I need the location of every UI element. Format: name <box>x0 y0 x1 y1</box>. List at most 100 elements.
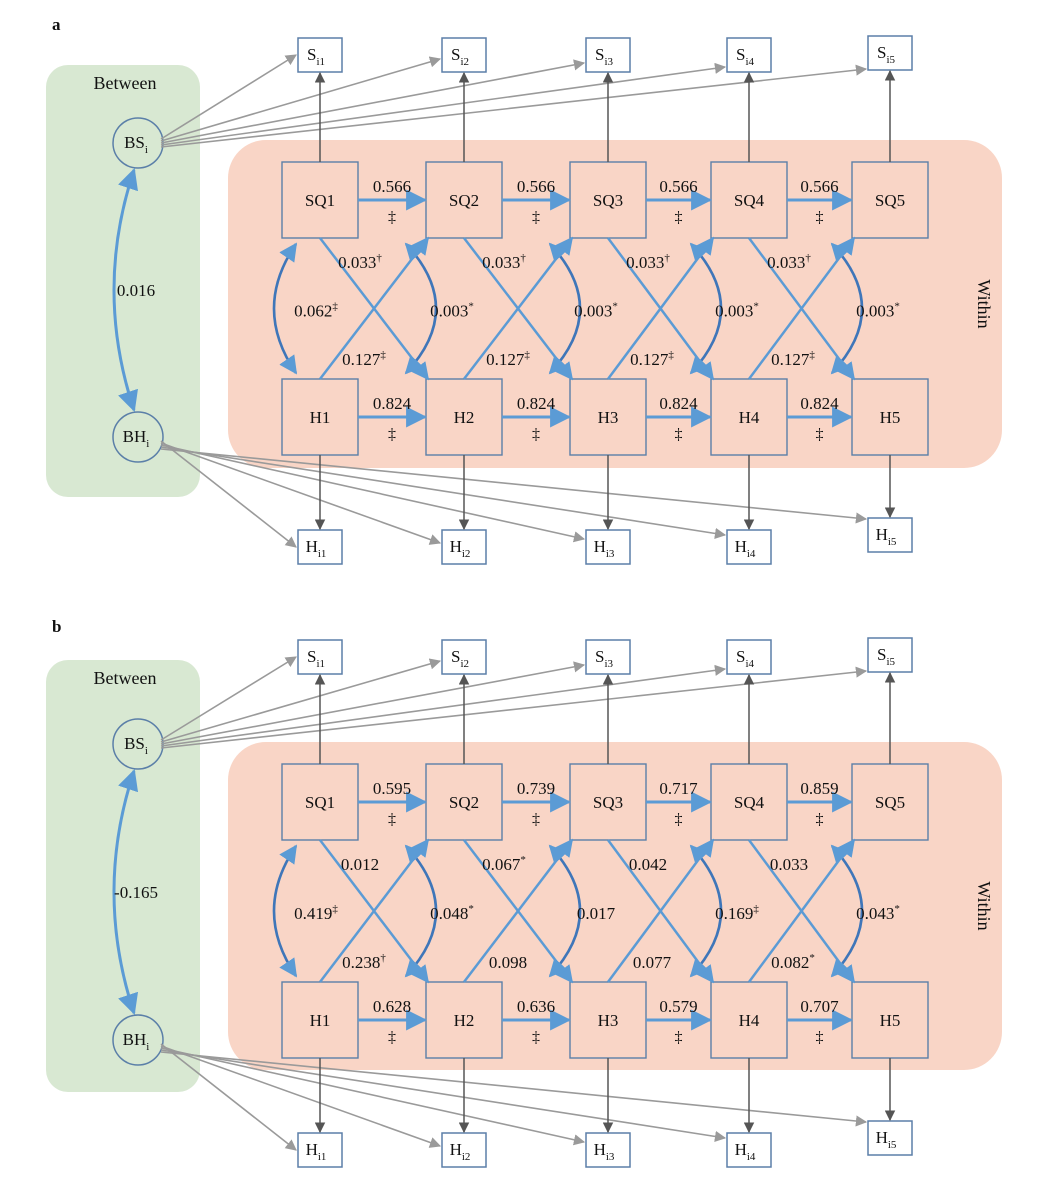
cross-h-to-sq-3-label-sup: ‡ <box>668 349 674 361</box>
cross-h-to-sq-1-label-value: 0.127 <box>342 350 381 369</box>
indicator-h-label-2: Hi2 <box>450 1140 471 1163</box>
cross-h-to-sq-3-label-value: 0.127 <box>630 350 669 369</box>
indicator-h-2 <box>441 1132 487 1168</box>
latent-bh-label: BHi <box>123 427 150 450</box>
indicator-h-label-3: Hi3 <box>594 1140 615 1163</box>
latent-bs-label-base: BS <box>124 133 145 152</box>
sq-path-3-mark: ‡ <box>675 811 683 828</box>
node-sq2-label: SQ2 <box>449 191 479 210</box>
node-sq1-label: SQ1 <box>305 191 335 210</box>
within-corr-1-label-value: 0.419 <box>294 904 332 923</box>
indicator-h-3 <box>585 1132 631 1168</box>
within-corr-2-label: 0.048* <box>430 903 474 923</box>
cross-h-to-sq-1-label: 0.238† <box>342 952 386 972</box>
latent-bh-label-sub: i <box>146 1041 149 1053</box>
node-sq4-label: SQ4 <box>734 191 765 210</box>
indicator-h-5 <box>867 1120 913 1156</box>
indicator-s-5 <box>867 637 913 673</box>
indicator-s-label-2: Si2 <box>451 647 469 670</box>
cross-h-to-sq-2-label-sup: ‡ <box>524 349 530 361</box>
indicator-h-label-2-base: H <box>450 1140 462 1159</box>
indicator-s-label-3-sub: i3 <box>604 56 613 68</box>
h-path-1-mark: ‡ <box>388 1029 396 1046</box>
within-corr-arc-1 <box>272 242 298 375</box>
node-h5-label: H5 <box>880 408 901 427</box>
within-corr-arc-1 <box>272 844 298 978</box>
sq-path-2-mark: ‡ <box>532 811 540 828</box>
indicator-s-label-2-sub: i2 <box>460 56 469 68</box>
loading-h-2 <box>160 442 442 545</box>
latent-bs-label-sub: i <box>145 144 148 156</box>
indicator-s-label-2-sub: i2 <box>460 658 469 670</box>
indicator-h-label-1: Hi1 <box>306 537 327 560</box>
indicator-s-label-5-base: S <box>877 645 886 664</box>
indicator-s-label-2-base: S <box>451 647 460 666</box>
within-corr-3-label-sup: * <box>612 301 618 313</box>
node-h2-label: H2 <box>454 1011 475 1030</box>
indicator-s-label-3: Si3 <box>595 647 614 670</box>
latent-bh-label-base: BH <box>123 427 147 446</box>
indicator-s-label-3-sub: i3 <box>604 658 613 670</box>
indicator-h-label-1: Hi1 <box>306 1140 327 1163</box>
latent-corr-value: -0.165 <box>114 883 158 902</box>
cross-sq-to-h-2-label-value: 0.033 <box>482 253 520 272</box>
indicator-h-label-5: Hi5 <box>876 525 897 548</box>
node-h2 <box>425 378 503 456</box>
panel-b: bBetweenWithinBSiBHi-0.165Si1Hi1Si2Hi2Si… <box>46 617 1002 1168</box>
indicator-h-label-5-sub: i5 <box>888 536 897 548</box>
indicator-s-label-3-base: S <box>595 647 604 666</box>
indicator-h-label-2-base: H <box>450 537 462 556</box>
node-sq5 <box>851 161 929 239</box>
h-path-4-mark: ‡ <box>816 426 824 443</box>
node-h1-label: H1 <box>310 408 331 427</box>
cross-h-to-sq-4-label: 0.082* <box>771 952 815 972</box>
h-path-4-value: 0.707 <box>800 997 839 1016</box>
cross-sq-to-h-3-label-sup: † <box>664 252 670 264</box>
latent-bh-label: BHi <box>123 1030 150 1053</box>
cross-h-to-sq-2-label-value: 0.098 <box>489 953 527 972</box>
indicator-h-label-4-sub: i4 <box>747 1151 756 1163</box>
indicator-s-label-3-base: S <box>595 45 604 64</box>
cross-sq-to-h-4-label: 0.033† <box>767 252 811 272</box>
latent-bh-circle <box>112 1014 164 1066</box>
h-path-3-value: 0.579 <box>659 997 697 1016</box>
cross-h-to-sq-1-label: 0.127‡ <box>342 349 386 369</box>
cross-h-to-sq-1-label-sup: † <box>380 952 386 964</box>
within-corr-2-label-sup: * <box>468 903 474 915</box>
node-sq4-label: SQ4 <box>734 793 765 812</box>
within-corr-1-label-sup: ‡ <box>332 301 338 313</box>
cross-h-to-sq-4-label-sup: * <box>809 952 815 964</box>
node-h3-label: H3 <box>598 408 619 427</box>
sq-path-2-value: 0.739 <box>517 779 555 798</box>
indicator-h-label-5-base: H <box>876 525 888 544</box>
within-corr-4-label: 0.169‡ <box>715 903 759 923</box>
cross-h-to-sq-4-label: 0.127‡ <box>771 349 815 369</box>
node-sq3-label: SQ3 <box>593 191 623 210</box>
node-h1-label: H1 <box>310 1011 331 1030</box>
indicator-h-label-2-sub: i2 <box>462 548 471 560</box>
cross-sq-to-h-3-label: 0.042 <box>629 855 667 874</box>
indicator-h-4 <box>726 1132 772 1168</box>
indicator-s-label-1-sub: i1 <box>316 658 325 670</box>
panel-letter: a <box>52 15 61 34</box>
sq-path-2-mark: ‡ <box>532 209 540 226</box>
indicator-s-label-1-base: S <box>307 45 316 64</box>
within-corr-arc-3 <box>548 844 582 978</box>
node-sq5-label: SQ5 <box>875 191 905 210</box>
within-corr-arc-4 <box>689 844 723 978</box>
node-h4 <box>710 378 788 456</box>
indicator-h-label-3: Hi3 <box>594 537 615 560</box>
within-region <box>228 742 1002 1070</box>
node-h4-label: H4 <box>739 408 760 427</box>
node-h1 <box>281 378 359 456</box>
latent-corr-arc <box>112 769 139 1015</box>
cross-sq-to-h-1-label: 0.012 <box>341 855 379 874</box>
node-h5-label: H5 <box>880 1011 901 1030</box>
indicator-h-label-5: Hi5 <box>876 1128 897 1151</box>
cross-h-to-sq-4-label-sup: ‡ <box>809 349 815 361</box>
node-sq4 <box>710 763 788 841</box>
latent-corr-arc <box>112 168 138 412</box>
indicator-s-label-3: Si3 <box>595 45 614 68</box>
node-h4-label: H4 <box>739 1011 760 1030</box>
node-sq1 <box>281 161 359 239</box>
